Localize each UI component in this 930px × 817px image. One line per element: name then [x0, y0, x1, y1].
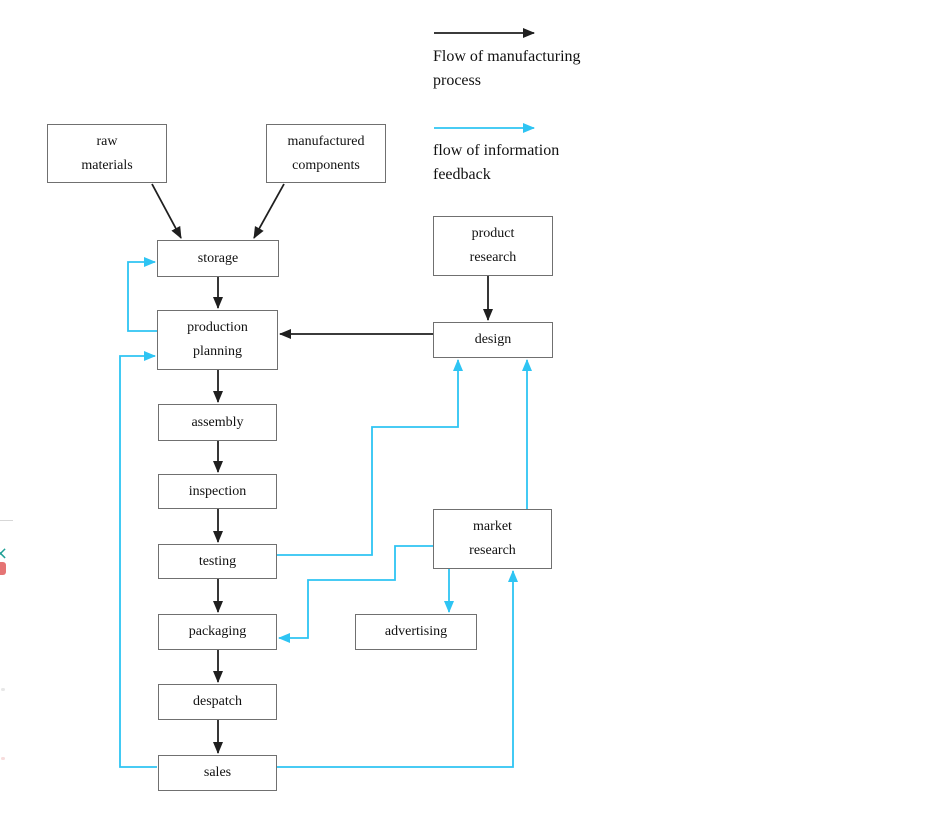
node-sales: sales	[158, 755, 277, 791]
edge-sales-to-market-research	[277, 570, 518, 768]
edge-testing-to-design	[277, 359, 463, 556]
left-edge-x-icon: ×	[0, 543, 9, 564]
node-manufactured-components: manufactured components	[266, 124, 386, 183]
node-product-research: product research	[433, 216, 553, 276]
left-edge-speck	[1, 688, 5, 691]
node-market-research: market research	[433, 509, 552, 569]
left-edge-red-mark	[0, 562, 6, 575]
node-assembly: assembly	[158, 404, 277, 441]
node-production-planning: production planning	[157, 310, 278, 370]
node-testing: testing	[158, 544, 277, 579]
node-packaging: packaging	[158, 614, 277, 650]
node-inspection: inspection	[158, 474, 277, 509]
node-advertising: advertising	[355, 614, 477, 650]
edge-sales-to-production-planning	[119, 351, 157, 768]
legend-feedback-label: flow of information feedback	[433, 142, 560, 183]
node-design: design	[433, 322, 553, 358]
edge-production-planning-to-storage	[127, 257, 157, 332]
node-despatch: despatch	[158, 684, 277, 720]
node-storage: storage	[157, 240, 279, 277]
legend-manufacturing-label: Flow of manufacturing process	[433, 48, 581, 89]
edge-manufactured-components-to-storage	[253, 183, 285, 239]
left-edge-line-artifact	[0, 520, 13, 521]
left-edge-speck	[1, 757, 5, 760]
node-raw-materials: raw materials	[47, 124, 167, 183]
edge-raw-materials-to-storage	[151, 183, 182, 239]
